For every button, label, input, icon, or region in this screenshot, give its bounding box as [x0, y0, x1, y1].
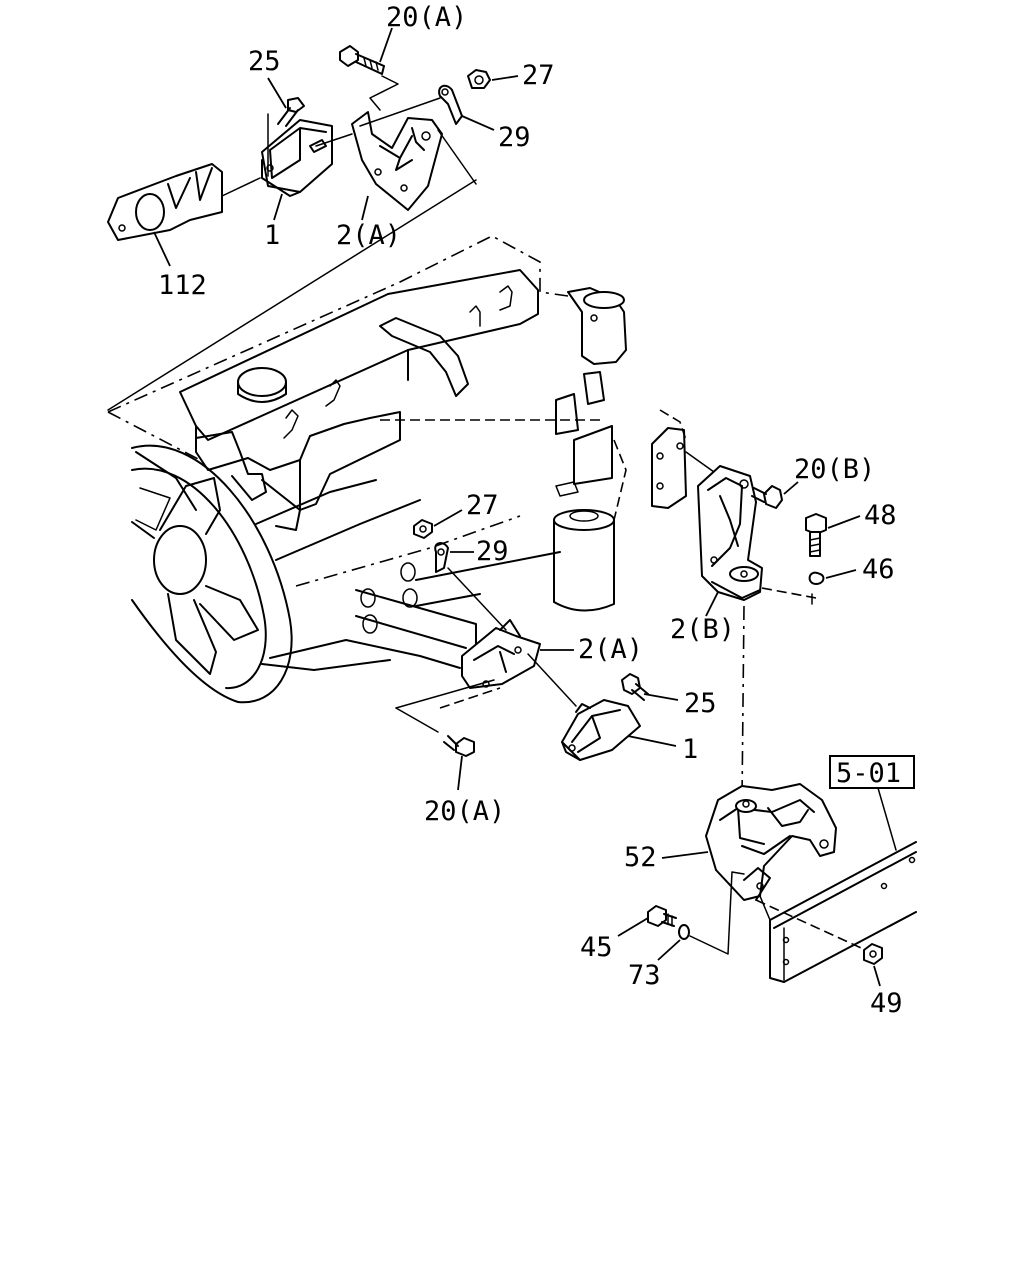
clip-29-top — [438, 84, 463, 125]
bracket-112 — [107, 163, 223, 241]
bracket-2a-mid — [461, 619, 541, 689]
label-20a-top: 20(A) — [386, 2, 467, 33]
label-25-top: 25 — [248, 46, 281, 77]
label-29-top: 29 — [498, 122, 531, 153]
bolt-25-mid — [621, 673, 649, 701]
bracket-2b — [697, 465, 763, 601]
bolt-25-top — [277, 97, 305, 127]
bolt-20b — [751, 485, 783, 509]
bolt-45 — [647, 905, 677, 927]
snap-ring-46 — [808, 571, 825, 585]
label-112: 112 — [158, 270, 207, 301]
top-mount-group — [107, 45, 491, 411]
label-2a-mid: 2(A) — [578, 634, 643, 665]
label-2b: 2(B) — [670, 614, 735, 645]
label-25-mid: 25 — [684, 688, 717, 719]
label-52: 52 — [624, 842, 657, 873]
lower-right-group — [647, 783, 917, 983]
rubber-mount-1-mid — [561, 699, 641, 761]
washer-73 — [678, 924, 690, 940]
label-48: 48 — [864, 500, 897, 531]
label-1-top: 1 — [264, 220, 280, 251]
engine-block — [107, 235, 687, 671]
label-20a-bottom: 20(A) — [424, 796, 505, 827]
nut-49 — [863, 943, 883, 965]
cooling-fan — [131, 431, 293, 704]
bracket-2a-top — [351, 111, 443, 211]
rubber-mount-1-top — [261, 119, 333, 197]
mount-52 — [705, 783, 837, 901]
right-mount-group — [685, 451, 827, 801]
label-1-mid: 1 — [682, 734, 698, 765]
bolt-20a-bottom — [443, 735, 475, 757]
label-27-top: 27 — [522, 60, 555, 91]
bolt-48 — [805, 513, 827, 557]
chassis-frame — [759, 841, 917, 983]
clip-29-mid — [434, 542, 449, 573]
nut-27-mid — [413, 519, 433, 539]
label-45: 45 — [580, 932, 613, 963]
label-73: 73 — [628, 960, 661, 991]
label-27-mid: 27 — [466, 490, 499, 521]
engine-bolt-holes — [360, 562, 418, 634]
part-labels: 20(A) 25 27 29 1 2(A) 112 20(B) 48 46 2(… — [158, 2, 915, 1019]
label-20b: 20(B) — [794, 454, 875, 485]
label-49: 49 — [870, 988, 903, 1019]
label-2a-top: 2(A) — [336, 220, 401, 251]
label-46: 46 — [862, 554, 895, 585]
nut-27-top — [467, 69, 491, 89]
label-29-mid: 29 — [476, 536, 509, 567]
leader-lines — [153, 27, 881, 987]
middle-mount-group — [395, 519, 649, 761]
reference-box — [829, 755, 915, 789]
bolt-20a-top — [339, 45, 385, 75]
label-ref-5-01: 5-01 — [836, 758, 901, 789]
